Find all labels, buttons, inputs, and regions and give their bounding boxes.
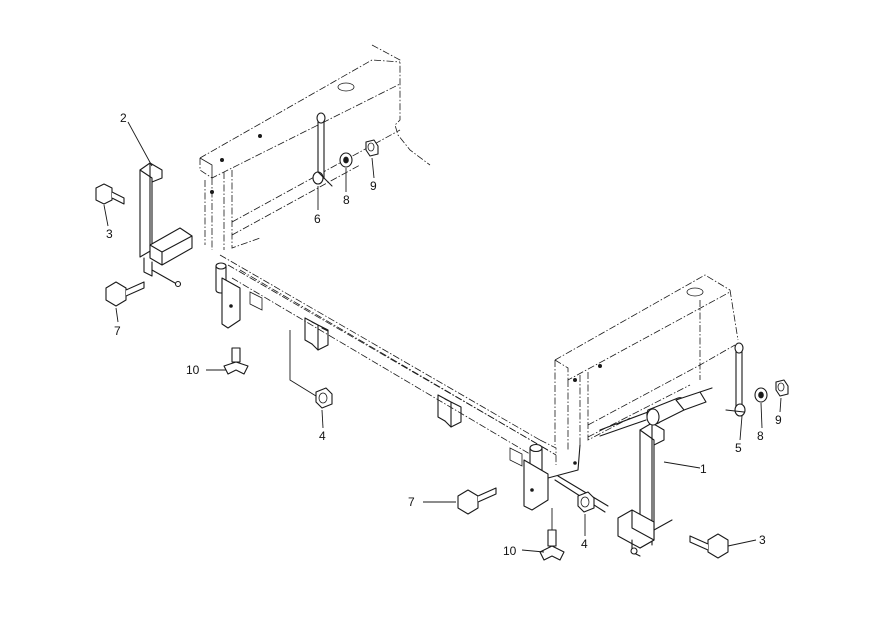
left-frame-outline — [199, 44, 431, 250]
callout-1: 1 — [700, 462, 707, 476]
right-frame-outline — [554, 274, 739, 450]
bolt-7-left — [105, 281, 145, 307]
callout-2: 2 — [120, 111, 127, 125]
left-link-arm — [312, 112, 333, 187]
right-clamp-assembly — [599, 387, 713, 437]
callout-7-right: 7 — [408, 495, 415, 509]
right-bracket — [554, 422, 673, 557]
callout-9-left: 9 — [370, 179, 377, 193]
nut-right — [775, 379, 789, 397]
nut-4-left — [315, 387, 333, 409]
callout-6: 6 — [314, 212, 321, 226]
leader-lines — [103, 121, 782, 553]
callout-8-left: 8 — [343, 193, 350, 207]
callout-10-right: 10 — [503, 544, 517, 558]
nut-left — [365, 139, 379, 157]
callout-5: 5 — [735, 441, 742, 455]
wing-bolt-right — [539, 529, 565, 561]
bolt-7-right — [457, 487, 497, 515]
right-link-arm — [725, 342, 746, 417]
wing-bolt-left — [223, 347, 249, 375]
nut-4-right — [577, 491, 595, 513]
cross-beam — [219, 254, 557, 467]
bolt-3-right — [689, 533, 729, 559]
beam-hook-right — [437, 394, 462, 428]
left-hitch-post — [215, 262, 241, 329]
callout-7-left: 7 — [114, 324, 121, 338]
callout-8-right: 8 — [757, 429, 764, 443]
right-hitch-post — [523, 443, 581, 511]
callout-4-right: 4 — [581, 537, 588, 551]
washer-left — [339, 152, 353, 168]
callout-10-left: 10 — [186, 363, 200, 377]
left-bracket — [139, 162, 193, 288]
callout-3-right: 3 — [759, 533, 766, 547]
washer-right — [754, 387, 768, 403]
callout-4-left: 4 — [319, 429, 326, 443]
callout-labels: 1 2 3 3 4 4 5 6 7 7 8 8 9 9 10 10 — [106, 111, 782, 558]
bolt-3-left — [95, 183, 125, 205]
callout-3-left: 3 — [106, 227, 113, 241]
callout-9-right: 9 — [775, 413, 782, 427]
beam-hook-left — [304, 317, 329, 351]
